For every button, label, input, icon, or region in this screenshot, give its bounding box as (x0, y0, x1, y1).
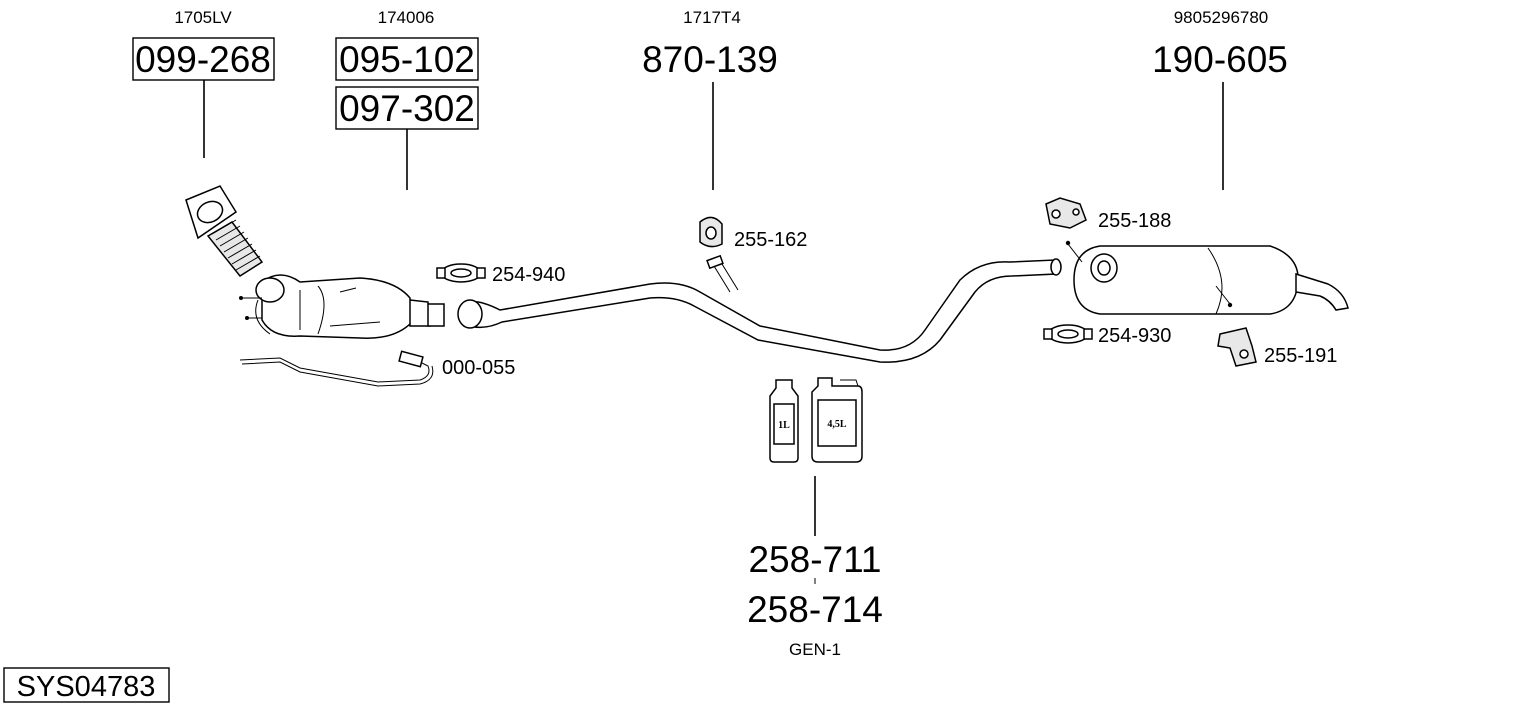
additive-part-code-1[interactable]: 258-711 (748, 539, 881, 580)
hanger-mid-icon[interactable] (699, 216, 723, 248)
rear-silencer-oe-number: 9805296780 (1174, 8, 1269, 27)
additive-can-small-icon[interactable]: 1L (769, 379, 799, 463)
front-pipe-code-box[interactable] (132, 37, 275, 81)
clamp-rear-code[interactable]: 254-930 (1098, 325, 1171, 347)
front-pipe-part[interactable] (185, 185, 264, 277)
catalyst-code-box-2[interactable] (335, 86, 479, 130)
catalyst-part[interactable] (239, 274, 445, 339)
middle-pipe-part[interactable] (457, 254, 1062, 363)
catalyst-part-code-2[interactable]: 097-302 (339, 88, 475, 129)
hanger-rear-top-code[interactable]: 255-188 (1098, 210, 1171, 232)
additive-small-can-label: 1L (778, 420, 790, 431)
catalyst-part-code-1[interactable]: 095-102 (339, 39, 475, 80)
rear-silencer-part[interactable] (1065, 240, 1349, 315)
clamp-front-icon[interactable] (436, 263, 486, 283)
catalyst-outlet-flange (427, 303, 445, 327)
catalyst-inlet (255, 277, 285, 303)
catalyst-outlet-neck (409, 299, 431, 327)
front-pipe-flex-section (206, 221, 264, 277)
system-id-box (3, 667, 170, 703)
middle-pipe-body (469, 259, 1057, 363)
rear-silencer-part-code[interactable]: 190-605 (1152, 39, 1288, 80)
system-id-label: SYS04783 (17, 671, 156, 703)
clamp-rear-icon[interactable] (1043, 324, 1093, 344)
catalyst-oe-number: 174006 (378, 8, 435, 27)
rear-silencer-tailpipe (1295, 272, 1349, 311)
middle-pipe-inlet (457, 299, 483, 329)
additive-oe-number: GEN-1 (789, 640, 841, 659)
additive-large-can-label: 4,5L (827, 419, 847, 430)
hanger-rear-bottom-icon[interactable] (1217, 327, 1257, 367)
additive-can-large-icon[interactable]: 4,5L (811, 377, 863, 463)
catalyst-body (261, 274, 413, 339)
hanger-mid-code[interactable]: 255-162 (734, 229, 807, 251)
front-pipe-oe-number: 1705LV (174, 8, 232, 27)
clamp-front-code[interactable]: 254-940 (492, 264, 565, 286)
middle-pipe-part-code[interactable]: 870-139 (642, 39, 778, 80)
sensor-kit-code[interactable]: 000-055 (442, 357, 515, 379)
hanger-rear-top-icon[interactable] (1045, 197, 1087, 229)
additive-part-code-2[interactable]: 258-714 (747, 589, 883, 630)
hanger-rear-bottom-code[interactable]: 255-191 (1264, 345, 1337, 367)
middle-pipe-oe-number: 1717T4 (683, 8, 741, 27)
sensor-kit-part[interactable] (239, 350, 434, 387)
front-pipe-part-code[interactable]: 099-268 (135, 39, 271, 80)
rear-silencer-body (1073, 245, 1299, 315)
catalyst-code-box-1[interactable] (335, 37, 479, 81)
